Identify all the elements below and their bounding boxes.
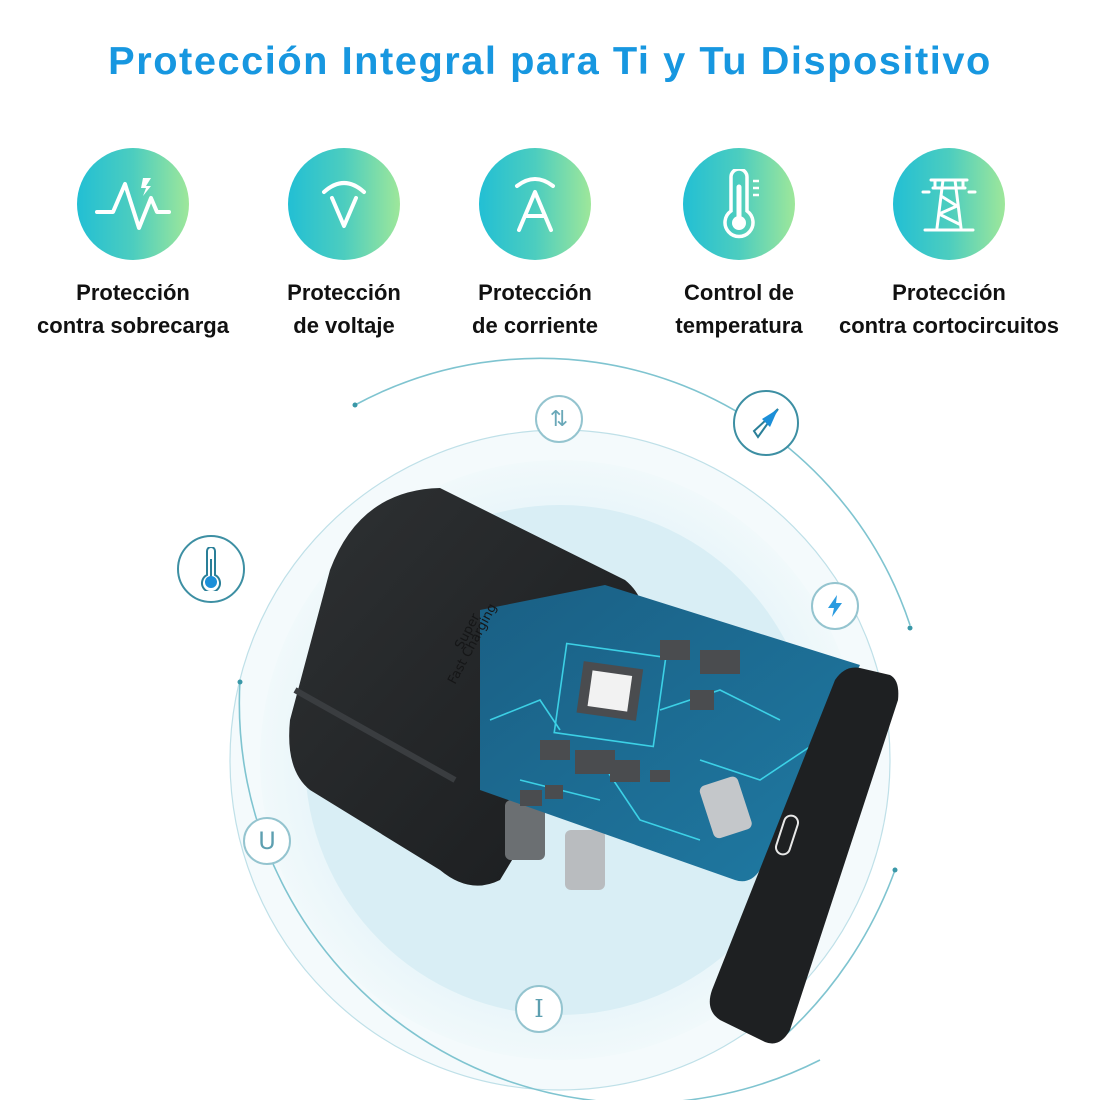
feature-temperature-control: Control de temperatura [624,148,854,342]
overload-pulse-icon [77,148,189,260]
lightning-icon [811,582,859,630]
feature-short-circuit-protection: Protección contra cortocircuitos [834,148,1064,342]
feature-label-line1: Protección [287,280,401,305]
feature-overload-protection: Protección contra sobrecarga [18,148,248,342]
feature-label-line2: contra sobrecarga [37,313,229,338]
product-illustration: Super Fast Charging ⇅ U I [0,350,1100,1100]
thermometer-icon [683,148,795,260]
feature-label-line1: Protección [478,280,592,305]
voltage-icon [288,148,400,260]
feature-label-line1: Protección [76,280,190,305]
compass-icon [733,390,799,456]
voltage-u-icon: U [243,817,291,865]
current-i-icon: I [515,985,563,1033]
power-tower-icon [893,148,1005,260]
feature-label-line2: de voltaje [293,313,395,338]
feature-label-line1: Control de [684,280,794,305]
feature-current-protection: Protección de corriente [420,148,650,342]
thermometer-small-icon [177,535,245,603]
page-title: Protección Integral para Ti y Tu Disposi… [108,40,992,83]
feature-label-line1: Protección [892,280,1006,305]
feature-voltage-protection: Protección de voltaje [229,148,459,342]
feature-label-line2: de corriente [472,313,598,338]
transfer-arrows-icon: ⇅ [535,395,583,443]
current-icon [479,148,591,260]
feature-label-line2: temperatura [675,313,803,338]
feature-label-line2: contra cortocircuitos [838,313,1060,338]
